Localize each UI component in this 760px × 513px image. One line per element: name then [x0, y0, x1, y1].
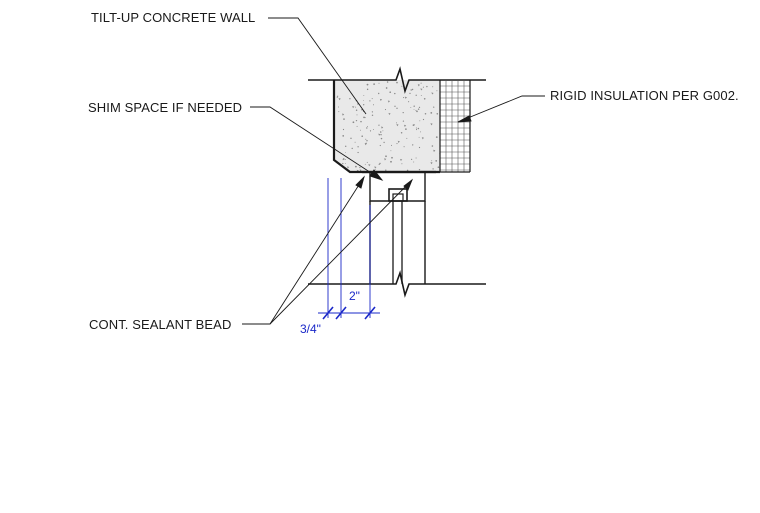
callout-sealant-bead: CONT. SEALANT BEAD: [89, 317, 232, 332]
window-frame-head: [362, 170, 436, 284]
bottom-break-line: [308, 270, 486, 298]
top-break-line: [308, 66, 486, 94]
dimension-line: [318, 306, 380, 320]
leader-shim-space: [250, 106, 384, 181]
dimension-sealant-offset: 3/4": [300, 322, 321, 336]
callout-rigid-insulation: RIGID INSULATION PER G002.: [550, 88, 739, 103]
rigid-insulation: [439, 80, 471, 173]
concrete-wall: [332, 80, 440, 174]
callout-tilt-up-wall: TILT-UP CONCRETE WALL: [91, 10, 256, 25]
leader-rigid-insulation: [457, 95, 545, 123]
callout-shim-space: SHIM SPACE IF NEEDED: [88, 100, 243, 115]
dimension-frame-depth: 2": [349, 289, 360, 303]
dimension-extension-lines: [327, 178, 371, 318]
leader-sealant-bead: [242, 175, 414, 325]
leader-tilt-up-wall: [268, 17, 367, 115]
